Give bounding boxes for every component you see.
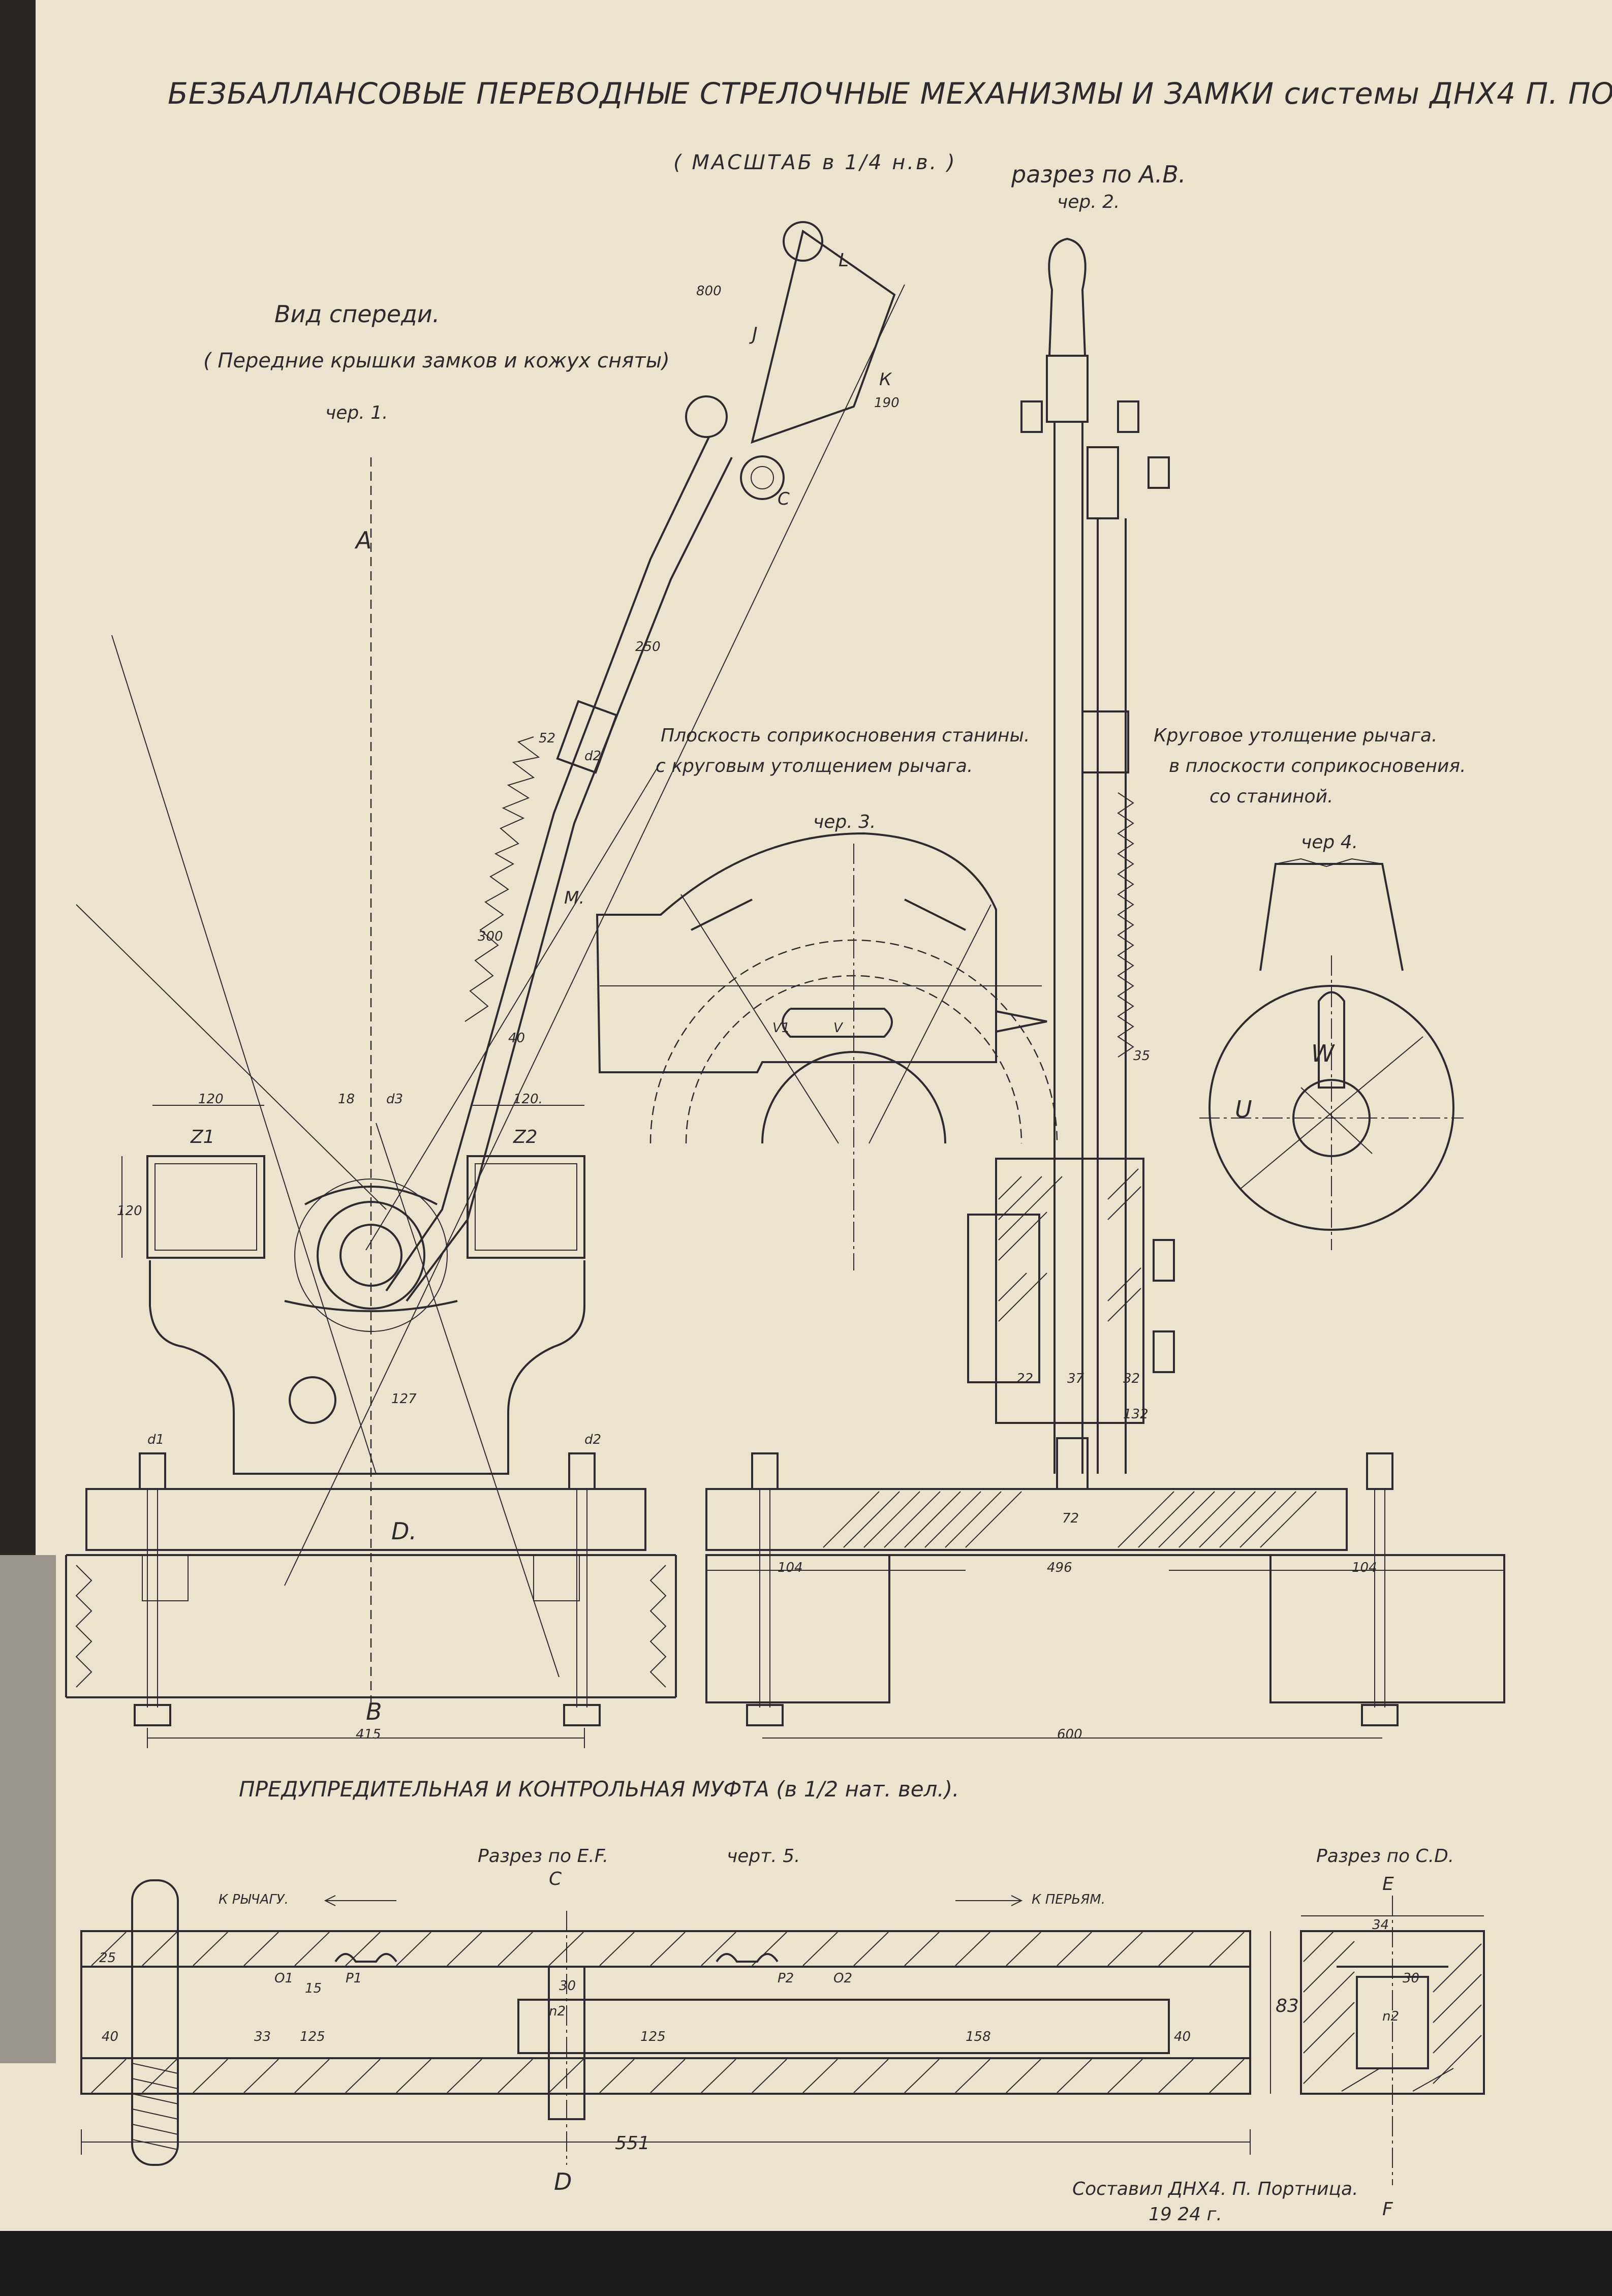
label-v1: V1 xyxy=(772,1020,790,1036)
signature-year: 19 24 г. xyxy=(1149,2204,1222,2225)
label-d2-upper: d2 xyxy=(584,749,602,764)
left-edge-shadow xyxy=(0,0,36,1575)
dim-250: 250 xyxy=(635,639,661,655)
label-d2: d2 xyxy=(584,1432,602,1447)
dim-22: 22 xyxy=(1016,1371,1034,1386)
dim-104-right: 104 xyxy=(1352,1560,1377,1575)
label-n2: n2 xyxy=(549,2004,566,2019)
label-v: V xyxy=(833,1020,843,1036)
fig3-heading-line1: Плоскость соприкосновения станины. xyxy=(661,725,1030,746)
scale-note: ( МАСШТАБ в 1/4 н.в. ) xyxy=(673,151,957,174)
dim-127: 127 xyxy=(391,1391,417,1407)
dim-120-height: 120 xyxy=(117,1203,142,1219)
dim-104-left: 104 xyxy=(778,1560,803,1575)
label-n2-cd: n2 xyxy=(1382,2009,1400,2024)
coupling-section-ef: Разрез по Е.F. xyxy=(478,1846,609,1867)
bottom-edge-background xyxy=(0,2231,1612,2296)
letter-d-section: D xyxy=(554,2168,572,2195)
dim-600: 600 xyxy=(1057,1727,1082,1742)
fig4-number: чер 4. xyxy=(1301,832,1358,853)
coupling-number: черт. 5. xyxy=(727,1846,800,1867)
dim-551: 551 xyxy=(615,2133,650,2154)
fig1-front-view xyxy=(65,221,905,1748)
dim-15: 15 xyxy=(305,1981,322,1996)
label-p1: P1 xyxy=(346,1971,362,1986)
label-z1: Z1 xyxy=(191,1127,215,1147)
fig2-number: чер. 2. xyxy=(1057,192,1120,212)
letter-l: L xyxy=(839,250,849,271)
fig4-heading-line3: со станиной. xyxy=(1210,786,1334,807)
dim-120-right: 120. xyxy=(513,1092,543,1107)
letter-w: W xyxy=(1311,1040,1335,1067)
dim-190: 190 xyxy=(874,395,900,411)
dim-125-left: 125 xyxy=(300,2029,325,2044)
coupling-to-lever: К РЫЧАГУ. xyxy=(219,1892,289,1907)
dim-125-right: 125 xyxy=(640,2029,666,2044)
fig1-number: чер. 1. xyxy=(325,402,388,423)
dim-132: 132 xyxy=(1123,1407,1149,1422)
fig3-contact-plane xyxy=(596,832,1058,1270)
dim-35: 35 xyxy=(1133,1048,1151,1064)
dim-415: 415 xyxy=(356,1727,381,1742)
dim-158: 158 xyxy=(966,2029,991,2044)
dim-52: 52 xyxy=(539,731,556,746)
letter-m: М. xyxy=(564,888,585,908)
fig4-heading-line2: в плоскости соприкосновения. xyxy=(1169,756,1466,777)
left-edge-background xyxy=(0,1555,56,2063)
dim-496: 496 xyxy=(1047,1560,1072,1575)
section-cd xyxy=(1300,1896,1485,2185)
coupling-section-cd: Разрез по С.D. xyxy=(1316,1846,1454,1867)
letter-c-section: С xyxy=(549,1869,562,1889)
signature-author: Составил ДНХ4. П. Портница. xyxy=(1072,2179,1358,2199)
dim-800: 800 xyxy=(696,284,722,299)
letter-d-base: D. xyxy=(391,1517,417,1545)
label-p2: P2 xyxy=(778,1971,794,1986)
fig2-section-ab xyxy=(705,237,1505,1739)
dim-30: 30 xyxy=(559,1978,576,1994)
letter-j: J xyxy=(752,324,758,345)
fig4-heading-line1: Круговое утолщение рычага. xyxy=(1154,725,1438,746)
letter-k: К xyxy=(879,369,892,390)
label-o1: O1 xyxy=(274,1971,294,1986)
fig3-number: чер. 3. xyxy=(813,812,876,832)
drawing-title: БЕЗБАЛЛАНСОВЫЕ ПЕРЕВОДНЫЕ СТРЕЛОЧНЫЕ МЕХ… xyxy=(168,76,1612,111)
label-d1: d1 xyxy=(147,1432,165,1447)
letter-c-pivot: С xyxy=(778,489,790,509)
letter-u: U xyxy=(1235,1096,1252,1123)
fig1-subheading: ( Передние крышки замков и кожух сняты) xyxy=(203,349,670,373)
letter-f-section: F xyxy=(1382,2199,1393,2220)
dim-34: 34 xyxy=(1372,1917,1389,1933)
dim-72: 72 xyxy=(1062,1511,1079,1526)
dim-40-right: 40 xyxy=(1174,2029,1191,2044)
letter-e-section: Е xyxy=(1382,1874,1394,1895)
dim-40-left: 40 xyxy=(102,2029,119,2044)
letter-b: В xyxy=(366,1698,382,1725)
letter-a: А xyxy=(356,526,372,554)
dim-300: 300 xyxy=(478,929,503,944)
coupling-to-blades: К ПЕРЬЯМ. xyxy=(1032,1892,1105,1907)
dim-33: 33 xyxy=(254,2029,271,2044)
label-z2: Z2 xyxy=(513,1127,538,1147)
fig4-lever-boss xyxy=(1199,858,1464,1250)
label-d3: d3 xyxy=(386,1092,404,1107)
dim-37: 37 xyxy=(1067,1371,1084,1386)
fig1-heading: Вид спереди. xyxy=(274,300,440,328)
label-o2: O2 xyxy=(833,1971,853,1986)
dim-25: 25 xyxy=(99,1950,116,1966)
dim-18: 18 xyxy=(338,1092,355,1107)
fig5-coupling xyxy=(80,1879,1271,2166)
fig3-heading-line2: с круговым утолщением рычага. xyxy=(656,756,973,777)
dim-120-left: 120 xyxy=(198,1092,224,1107)
dim-30-cd: 30 xyxy=(1403,1971,1420,1986)
coupling-heading: ПРЕДУПРЕДИТЕЛЬНАЯ И КОНТРОЛЬНАЯ МУФТА (в… xyxy=(239,1777,959,1802)
dim-83: 83 xyxy=(1276,1996,1299,2016)
fig2-heading: разрез по А.В. xyxy=(1011,161,1186,188)
dim-32: 32 xyxy=(1123,1371,1140,1386)
dim-40: 40 xyxy=(508,1031,525,1046)
